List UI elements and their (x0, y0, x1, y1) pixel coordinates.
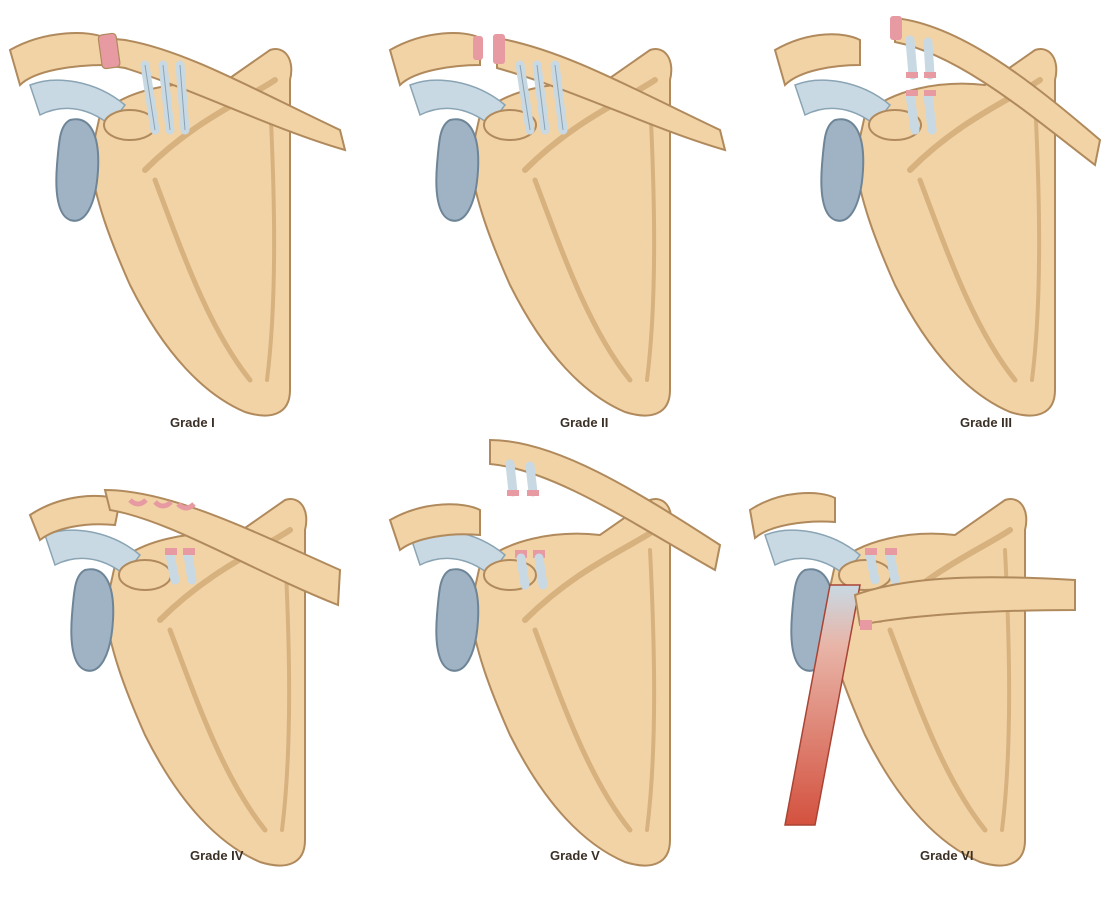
grade-4-label: Grade IV (190, 848, 243, 863)
grade-3-illustration (770, 20, 1101, 450)
grade-4-panel: Grade IV (20, 470, 380, 900)
grade-5-label: Grade V (550, 848, 600, 863)
grade-6-panel: Grade VI (740, 470, 1100, 900)
grade-5-illustration (385, 450, 745, 880)
grade-3-label: Grade III (960, 415, 1012, 430)
grade-1-illustration (5, 20, 365, 450)
grade-4-illustration (20, 470, 380, 900)
grade-2-panel: Grade II (385, 20, 745, 450)
grade-2-illustration (385, 20, 745, 450)
grade-1-label: Grade I (170, 415, 215, 430)
grade-2-label: Grade II (560, 415, 608, 430)
grade-6-label: Grade VI (920, 848, 973, 863)
grade-1-panel: Grade I (5, 20, 365, 450)
grade-6-illustration (740, 470, 1100, 900)
grade-3-panel: Grade III (770, 20, 1101, 450)
grade-5-panel: Grade V (385, 450, 745, 880)
